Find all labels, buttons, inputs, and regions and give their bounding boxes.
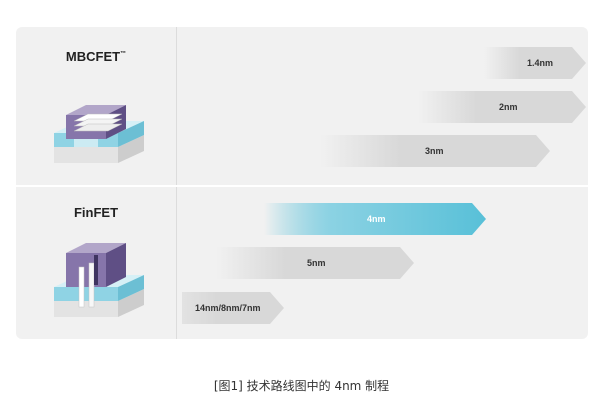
node-label-5nm: 5nm — [307, 258, 326, 268]
node-label-2nm: 2nm — [499, 102, 518, 112]
node-arrow-14nm-8nm-7nm: 14nm/8nm/7nm — [182, 292, 284, 324]
roadmap-panel: MBCFET™ FinFET — [16, 27, 588, 339]
node-arrow-2nm: 2nm — [418, 91, 586, 123]
node-label-14nm-8nm-7nm: 14nm/8nm/7nm — [195, 303, 261, 313]
node-arrow-5nm: 5nm — [216, 247, 414, 279]
column-divider — [176, 27, 177, 339]
node-arrow-3nm: 3nm — [320, 135, 550, 167]
finfet-transistor-illustration — [54, 243, 144, 317]
mbcfet-title: MBCFET™ — [65, 49, 127, 64]
mbcfet-transistor-illustration — [54, 105, 144, 163]
finfet-title: FinFET — [73, 205, 119, 220]
node-label-3nm: 3nm — [425, 146, 444, 156]
node-arrow-1.4nm: 1.4nm — [484, 47, 586, 79]
figure-caption: [图1] 技术路线图中的 4nm 制程 — [213, 379, 390, 393]
node-label-1.4nm: 1.4nm — [527, 58, 554, 68]
row-divider — [16, 185, 588, 187]
node-label-4nm: 4nm — [367, 214, 386, 224]
node-arrow-4nm: 4nm — [264, 203, 486, 235]
